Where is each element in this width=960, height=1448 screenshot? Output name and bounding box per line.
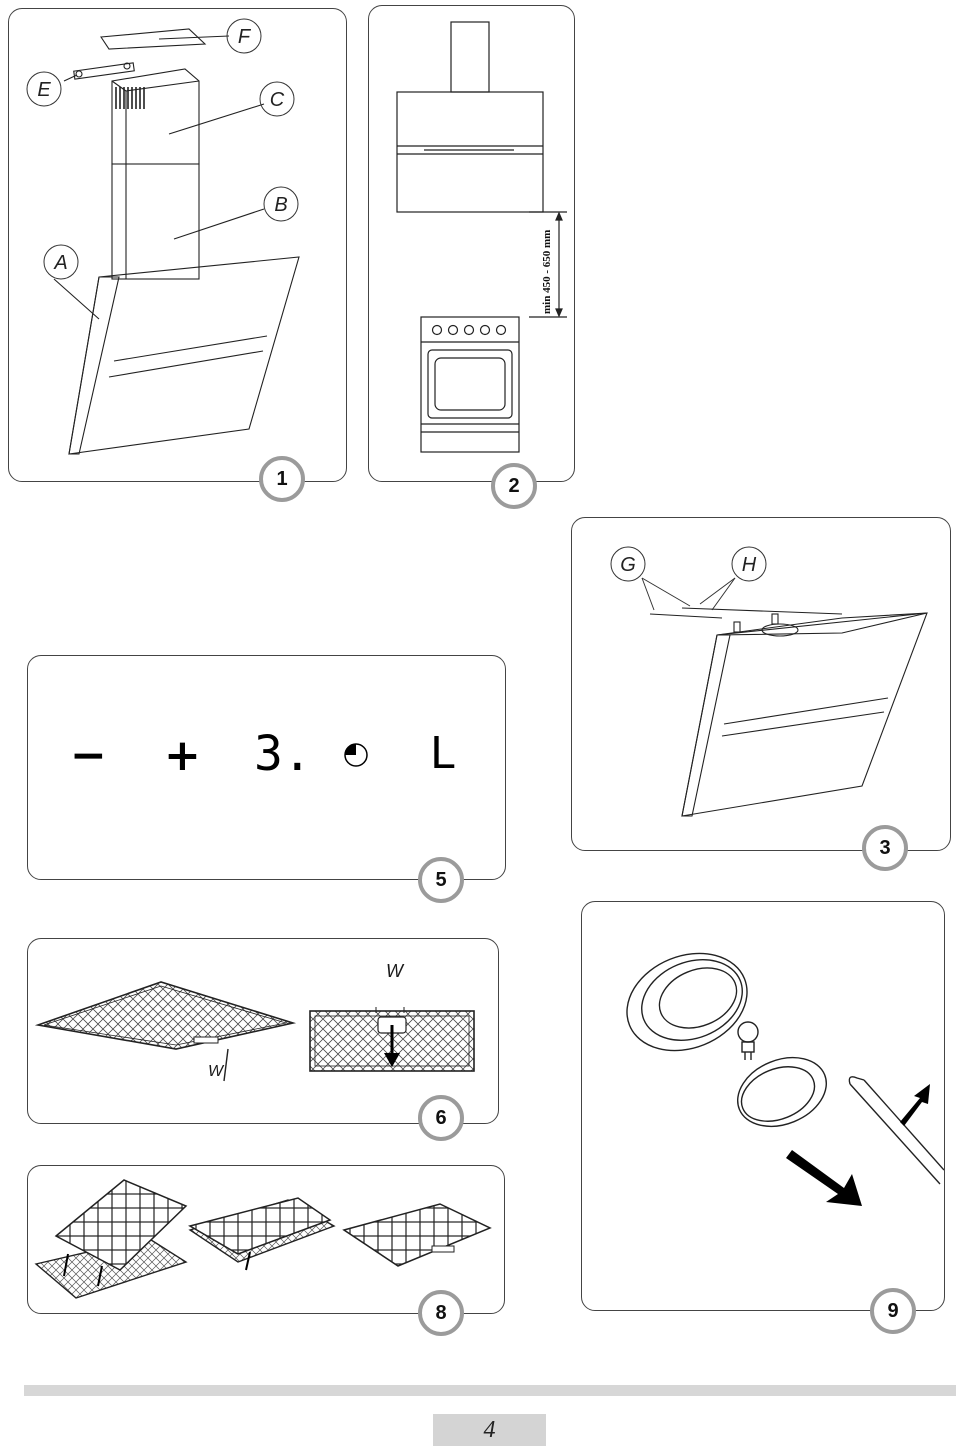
figure-8-badge: 8 bbox=[418, 1290, 464, 1336]
figure-5-panel: − + 3. L bbox=[27, 655, 506, 880]
label-w-top: W bbox=[386, 961, 403, 981]
label-a: A bbox=[53, 252, 67, 274]
figure-6-badge: 6 bbox=[418, 1095, 464, 1141]
figure-1-panel: F E C B A bbox=[8, 8, 347, 482]
timer-icon[interactable] bbox=[343, 742, 369, 768]
height-dimension: min 450 - 650 mm bbox=[541, 230, 553, 314]
label-f: F bbox=[238, 26, 252, 48]
label-c: C bbox=[270, 89, 285, 111]
label-h: H bbox=[742, 554, 757, 576]
figure-6-panel: W W bbox=[27, 938, 499, 1124]
speed-display: 3. bbox=[254, 726, 312, 782]
hood-height-diagram: min 450 - 650 mm bbox=[396, 21, 567, 453]
label-e: E bbox=[37, 79, 51, 101]
label-g: G bbox=[620, 554, 636, 576]
label-w-left: W bbox=[208, 1063, 224, 1080]
minus-button[interactable]: − bbox=[70, 730, 107, 781]
carbon-filter-diagram bbox=[34, 1179, 492, 1299]
page-number: 4 bbox=[433, 1414, 546, 1446]
lamp-replacement-diagram bbox=[626, 952, 944, 1206]
figure-2-badge: 2 bbox=[491, 463, 537, 509]
hood-mounting-diagram: G H bbox=[610, 546, 928, 817]
figure-9-badge: 9 bbox=[870, 1288, 916, 1334]
figure-2-panel: min 450 - 650 mm bbox=[368, 5, 575, 482]
label-b: B bbox=[274, 194, 287, 216]
hood-exploded-diagram: F E C B A bbox=[26, 18, 300, 455]
plus-button[interactable]: + bbox=[164, 730, 201, 781]
figure-1-badge: 1 bbox=[259, 456, 305, 502]
figure-8-panel bbox=[27, 1165, 505, 1314]
grease-filter-diagram bbox=[34, 981, 475, 1082]
figure-5-badge: 5 bbox=[418, 857, 464, 903]
footer-divider bbox=[24, 1385, 956, 1396]
figure-3-badge: 3 bbox=[862, 825, 908, 871]
figure-9-panel bbox=[581, 901, 945, 1311]
figure-3-panel: G H bbox=[571, 517, 951, 851]
light-button[interactable]: L bbox=[430, 728, 455, 779]
